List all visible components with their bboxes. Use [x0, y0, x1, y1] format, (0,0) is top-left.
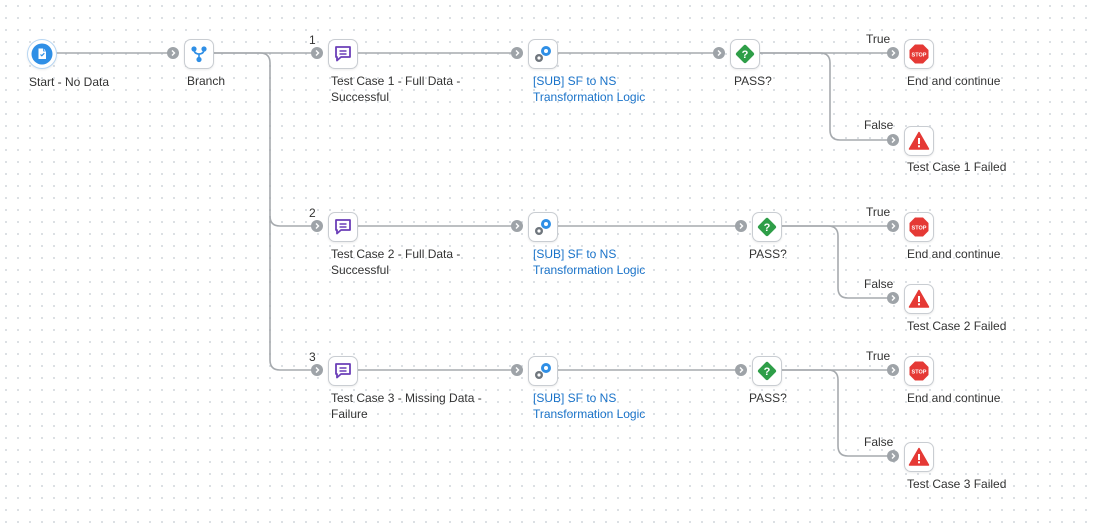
- branch-node[interactable]: [167, 39, 214, 69]
- warning-icon: [908, 446, 930, 468]
- input-port[interactable]: [311, 220, 323, 232]
- message-icon: [333, 44, 353, 64]
- sub-process-3-label[interactable]: [SUB] SF to NS Transformation Logic: [533, 390, 645, 422]
- end-continue-1-node[interactable]: STOP: [887, 39, 934, 69]
- input-port[interactable]: [887, 450, 899, 462]
- pass-decision-2-label: PASS?: [749, 247, 787, 261]
- end-continue-1-label: End and continue: [907, 74, 1001, 88]
- gears-icon: [532, 43, 554, 65]
- label-line-2: Failure: [331, 407, 368, 421]
- sub-process-2-node[interactable]: [511, 212, 558, 242]
- label-line-2[interactable]: Transformation Logic: [533, 263, 646, 277]
- test-case-2-failed-node[interactable]: [887, 284, 934, 314]
- test-case-3-failed-label: Test Case 3 Failed: [907, 477, 1007, 491]
- svg-text:?: ?: [764, 222, 771, 234]
- message-icon: [333, 217, 353, 237]
- warning-icon: [908, 288, 930, 310]
- input-port[interactable]: [511, 47, 523, 59]
- label-line-2[interactable]: Transformation Logic: [533, 90, 646, 104]
- false-path-1-label: False: [864, 118, 894, 132]
- label-line-1: Test Case 2 - Full Data -: [331, 247, 461, 261]
- svg-text:STOP: STOP: [912, 52, 927, 58]
- test-case-2-failed-label: Test Case 2 Failed: [907, 319, 1007, 333]
- pass-decision-3-label: PASS?: [749, 391, 787, 405]
- true-path-3-label: True: [866, 349, 891, 363]
- sub-process-1-label[interactable]: [SUB] SF to NS Transformation Logic: [533, 73, 645, 105]
- input-port[interactable]: [511, 364, 523, 376]
- input-port[interactable]: [311, 364, 323, 376]
- stop-sign-icon: STOP: [908, 360, 930, 382]
- pass-decision-3-node[interactable]: ?: [735, 356, 782, 386]
- warning-icon: [908, 130, 930, 152]
- label-line-2: Successful: [331, 90, 390, 104]
- input-port[interactable]: [511, 220, 523, 232]
- test-case-3-node[interactable]: [311, 356, 358, 386]
- sub-process-2-label[interactable]: [SUB] SF to NS Transformation Logic: [533, 246, 645, 278]
- sub-process-3-node[interactable]: [511, 356, 558, 386]
- false-path-3-label: False: [864, 435, 894, 449]
- true-path-2-label: True: [866, 205, 891, 219]
- input-port[interactable]: [887, 220, 899, 232]
- test-case-1-node[interactable]: [311, 39, 358, 69]
- input-port[interactable]: [735, 220, 747, 232]
- test-case-2-label: Test Case 2 - Full Data - Successful: [331, 246, 460, 278]
- start-node-label: Start - No Data: [29, 75, 110, 89]
- test-case-3-label: Test Case 3 - Missing Data - Failure: [331, 390, 482, 422]
- test-case-1-label: Test Case 1 - Full Data - Successful: [331, 73, 460, 105]
- input-port[interactable]: [887, 292, 899, 304]
- message-icon: [333, 361, 353, 381]
- input-port[interactable]: [887, 134, 899, 146]
- stop-sign-icon: STOP: [908, 43, 930, 65]
- label-line-1: Test Case 3 - Missing Data -: [331, 391, 482, 405]
- start-node[interactable]: [27, 39, 57, 69]
- label-line-1[interactable]: [SUB] SF to NS: [533, 247, 617, 261]
- branch-path-3-label: 3: [309, 350, 316, 364]
- end-continue-3-label: End and continue: [907, 391, 1001, 405]
- pass-decision-1-label: PASS?: [734, 74, 772, 88]
- decision-icon: ?: [734, 43, 756, 65]
- input-port[interactable]: [311, 47, 323, 59]
- svg-text:STOP: STOP: [912, 369, 927, 375]
- input-port[interactable]: [735, 364, 747, 376]
- start-document-icon: [31, 43, 53, 65]
- label-line-1[interactable]: [SUB] SF to NS: [533, 74, 617, 88]
- branch-path-2-label: 2: [309, 206, 316, 220]
- svg-text:STOP: STOP: [912, 225, 927, 231]
- label-line-1: Test Case 1 - Full Data -: [331, 74, 461, 88]
- input-port[interactable]: [887, 47, 899, 59]
- svg-text:?: ?: [742, 49, 749, 61]
- pass-decision-1-node[interactable]: ?: [713, 39, 760, 69]
- false-path-2-label: False: [864, 277, 894, 291]
- test-case-2-node[interactable]: [311, 212, 358, 242]
- input-port[interactable]: [713, 47, 725, 59]
- end-continue-2-label: End and continue: [907, 247, 1001, 261]
- decision-icon: ?: [756, 360, 778, 382]
- branch-path-1-label: 1: [309, 33, 316, 47]
- test-case-3-failed-node[interactable]: [887, 442, 934, 472]
- stop-sign-icon: STOP: [908, 216, 930, 238]
- label-line-2: Successful: [331, 263, 390, 277]
- gears-icon: [532, 360, 554, 382]
- sub-process-1-node[interactable]: [511, 39, 558, 69]
- branch-node-label: Branch: [187, 74, 226, 88]
- input-port[interactable]: [167, 47, 179, 59]
- end-continue-2-node[interactable]: STOP: [887, 212, 934, 242]
- test-case-1-failed-label: Test Case 1 Failed: [907, 160, 1007, 174]
- label-line-1[interactable]: [SUB] SF to NS: [533, 391, 617, 405]
- label-line-2[interactable]: Transformation Logic: [533, 407, 646, 421]
- decision-icon: ?: [756, 216, 778, 238]
- branch-icon: [190, 45, 208, 63]
- pass-decision-2-node[interactable]: ?: [735, 212, 782, 242]
- input-port[interactable]: [887, 364, 899, 376]
- gears-icon: [532, 216, 554, 238]
- end-continue-3-node[interactable]: STOP: [887, 356, 934, 386]
- true-path-1-label: True: [866, 32, 891, 46]
- test-case-1-failed-node[interactable]: [887, 126, 934, 156]
- svg-text:?: ?: [764, 366, 771, 378]
